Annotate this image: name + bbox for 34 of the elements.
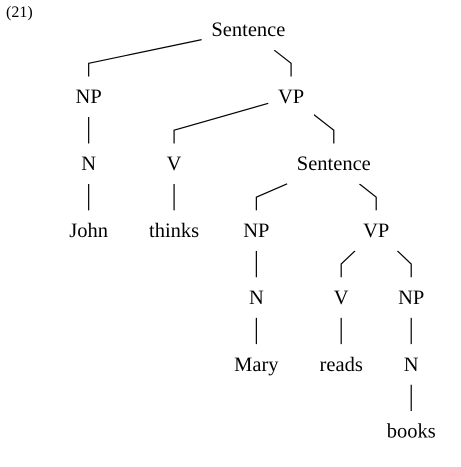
node-text: Sentence bbox=[296, 152, 371, 175]
node-text: N bbox=[404, 352, 419, 376]
node-text: John bbox=[69, 218, 108, 242]
node-text: N bbox=[248, 286, 264, 309]
connector bbox=[410, 384, 412, 412]
node-text: VP bbox=[363, 218, 390, 242]
example-number: (21) bbox=[6, 4, 33, 22]
connector bbox=[256, 183, 288, 210]
connector bbox=[173, 102, 268, 144]
node-text: NP bbox=[398, 286, 424, 309]
node-text: Sentence bbox=[211, 18, 286, 41]
node-text: thinks bbox=[149, 218, 200, 242]
connector bbox=[410, 318, 412, 344]
node-text: NP bbox=[243, 218, 270, 242]
connector bbox=[340, 318, 342, 344]
node-text: Mary bbox=[234, 352, 279, 376]
node-text: reads bbox=[320, 352, 363, 376]
connector bbox=[396, 250, 412, 278]
connector bbox=[256, 250, 257, 278]
node-text: V bbox=[334, 286, 349, 309]
node-text: N bbox=[81, 152, 96, 175]
node-text: NP bbox=[76, 85, 102, 108]
connector bbox=[256, 318, 257, 344]
connector bbox=[274, 50, 292, 77]
node-text: V bbox=[166, 152, 182, 175]
connector bbox=[173, 184, 175, 210]
connector bbox=[359, 183, 377, 210]
connector bbox=[313, 114, 334, 144]
connector bbox=[88, 116, 90, 144]
node-text: VP bbox=[278, 85, 304, 108]
connector bbox=[88, 184, 90, 210]
node-text: books bbox=[386, 420, 436, 443]
connector bbox=[340, 250, 356, 278]
connector bbox=[88, 39, 202, 77]
